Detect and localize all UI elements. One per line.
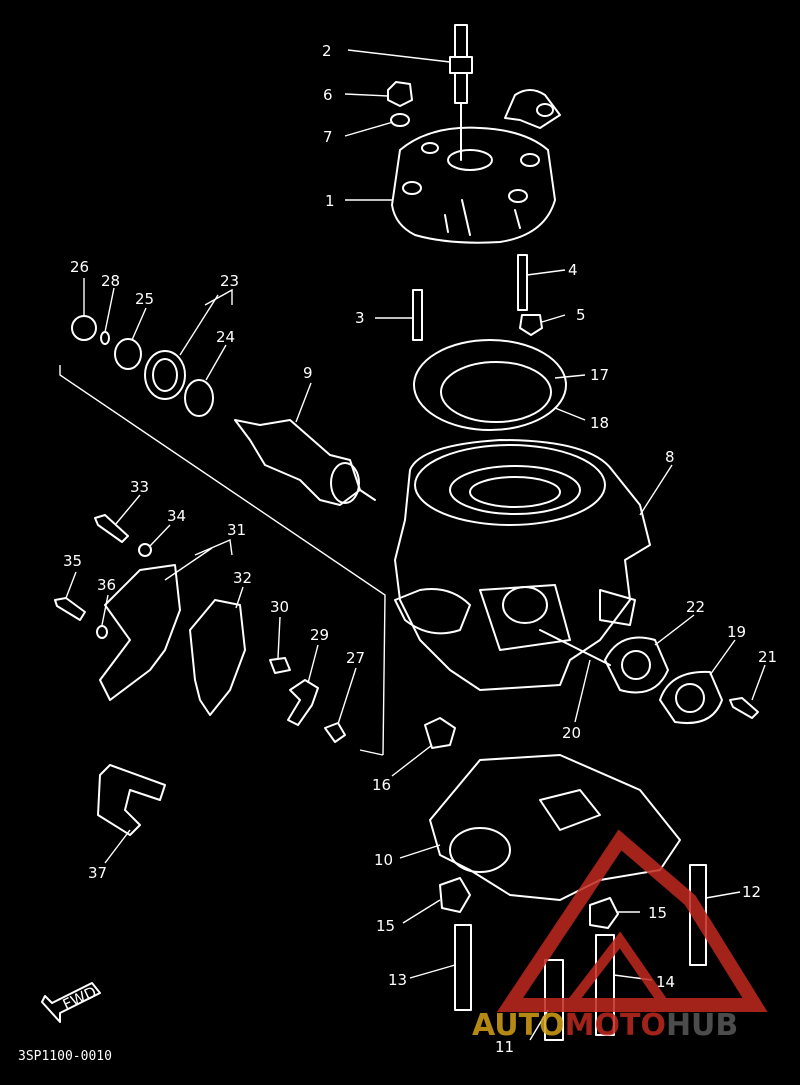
- o-ring-24: [184, 379, 214, 417]
- o-ring-28: [100, 331, 110, 345]
- callout-9: 9: [303, 364, 313, 382]
- nut-15-left: [439, 877, 471, 913]
- callout-16: 16: [372, 776, 391, 794]
- callout-15-right: 15: [648, 904, 667, 922]
- bolt-33: [94, 514, 129, 543]
- callout-19: 19: [727, 623, 746, 641]
- callout-21: 21: [758, 648, 777, 666]
- callout-6: 6: [323, 86, 333, 104]
- cylinder-head: [391, 89, 561, 244]
- callout-5: 5: [576, 306, 586, 324]
- bolt-35: [54, 597, 86, 621]
- callout-1: 1: [325, 192, 335, 210]
- callout-15-left: 15: [376, 917, 395, 935]
- callout-27: 27: [346, 649, 365, 667]
- nut: [387, 81, 413, 107]
- stud-3: [412, 289, 423, 341]
- cylinder: [394, 439, 651, 691]
- stud-14: [595, 934, 615, 1036]
- callout-8: 8: [665, 448, 675, 466]
- callout-3: 3: [355, 309, 365, 327]
- fwd-arrow: FWD: [41, 982, 101, 1023]
- fwd-label: FWD: [60, 983, 99, 1014]
- cover-31: [99, 564, 181, 701]
- gasket-32: [189, 599, 246, 716]
- nut-27: [324, 722, 346, 743]
- callout-25: 25: [135, 290, 154, 308]
- callout-24: 24: [216, 328, 235, 346]
- watermark-logo: AUTOMOTOHUB: [472, 829, 768, 1043]
- head-gasket-inner: [440, 361, 552, 423]
- washer-34: [138, 543, 152, 557]
- callout-30: 30: [270, 598, 289, 616]
- cap-nut: [519, 314, 543, 336]
- callout-20: 20: [562, 724, 581, 742]
- callout-12: 12: [742, 883, 761, 901]
- diagram-code: 3SP1100-0010: [18, 1049, 112, 1064]
- rod-20: [539, 629, 611, 666]
- callout-18: 18: [590, 414, 609, 432]
- gasket-22: [604, 636, 669, 694]
- callout-11: 11: [495, 1038, 514, 1056]
- pulley-23: [144, 350, 186, 400]
- bolt-21: [729, 697, 759, 719]
- head-gasket-outer: [413, 339, 567, 431]
- callout-28: 28: [101, 272, 120, 290]
- watermark-auto: AUTOMOTOHUB: [472, 1008, 738, 1043]
- washer: [390, 113, 410, 127]
- spark-plug: [449, 24, 473, 161]
- nut-15-right: [589, 897, 619, 929]
- base-gasket: [429, 754, 681, 901]
- power-valve: [234, 419, 376, 506]
- callout-31: 31: [227, 521, 246, 539]
- callout-4: 4: [568, 261, 578, 279]
- callout-13: 13: [388, 971, 407, 989]
- callout-36: 36: [97, 576, 116, 594]
- cap-26: [71, 315, 97, 341]
- group-line-left: [59, 365, 386, 756]
- bracket-37: [97, 764, 166, 836]
- callout-33: 33: [130, 478, 149, 496]
- cover-19: [659, 670, 723, 724]
- callout-29: 29: [310, 626, 329, 644]
- callout-7: 7: [323, 128, 333, 146]
- bearing-25: [114, 338, 142, 370]
- callout-37: 37: [88, 864, 107, 882]
- callout-35: 35: [63, 552, 82, 570]
- callout-2: 2: [322, 42, 332, 60]
- callout-labels: 2 6 7 1 4 3 5 17 18 26 28 25 23 24 9 8 3…: [63, 42, 777, 1056]
- callout-32: 32: [233, 569, 252, 587]
- callout-17: 17: [590, 366, 609, 384]
- callout-26: 26: [70, 258, 89, 276]
- callout-23: 23: [220, 272, 239, 290]
- callout-10: 10: [374, 851, 393, 869]
- stud-4: [517, 254, 528, 311]
- bolt-30: [269, 657, 291, 674]
- bolt-16: [424, 717, 456, 749]
- callout-14: 14: [656, 973, 675, 991]
- callout-22: 22: [686, 598, 705, 616]
- washer-36: [96, 625, 108, 639]
- clip-29: [287, 679, 319, 726]
- callout-34: 34: [167, 507, 186, 525]
- stud-13: [454, 924, 472, 1011]
- leader-lines: [65, 49, 766, 1041]
